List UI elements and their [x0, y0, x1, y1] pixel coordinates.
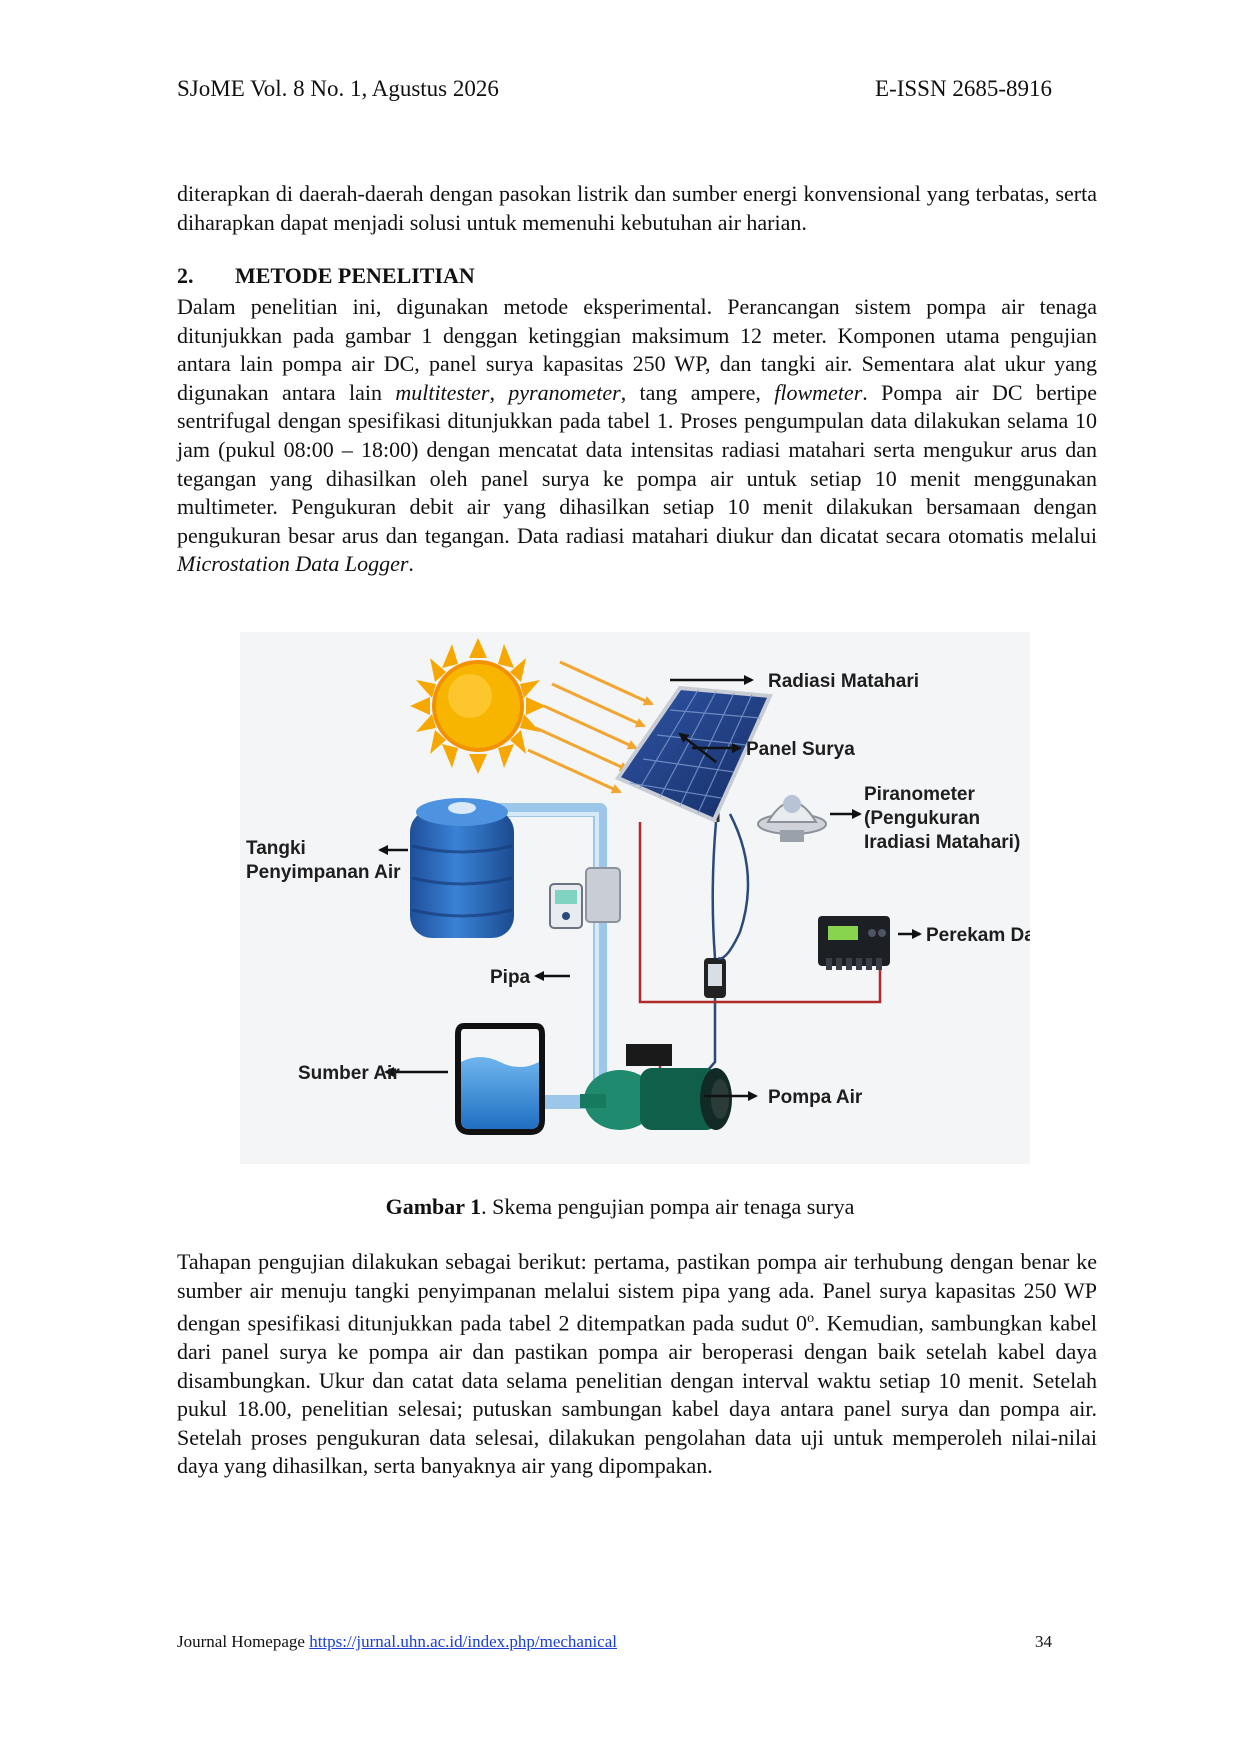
footer-homepage: Journal Homepage https://jurnal.uhn.ac.i…: [177, 1632, 617, 1652]
footer-label: Journal Homepage: [177, 1632, 310, 1651]
label-pipe: Pipa: [490, 967, 531, 988]
section-number: 2.: [177, 263, 194, 288]
method-text-1: Dalam penelitian ini, digunakan metode e…: [177, 294, 1097, 405]
section-heading: 2. METODE PENELITIAN: [177, 263, 475, 289]
label-arrows: [378, 675, 922, 1101]
label-pyranometer-3: Iradiasi Matahari): [864, 832, 1020, 853]
intro-paragraph: diterapkan di daerah-daerah dengan pasok…: [177, 180, 1097, 237]
intro-text: diterapkan di daerah-daerah dengan pasok…: [177, 181, 1097, 235]
storage-tank-icon: [410, 798, 514, 938]
steps-text-2: . Kemudian, sambungkan kabel dari panel …: [177, 1310, 1097, 1479]
label-water-source: Sumber Air: [298, 1063, 400, 1084]
running-header-issn: E-ISSN 2685-8916: [875, 76, 1052, 101]
steps-text: Tahapan pengujian dilakukan sebagai beri…: [177, 1248, 1097, 1481]
pipe-highlight: [490, 812, 599, 1098]
water-source-icon: [455, 1023, 545, 1135]
figure-caption-text: . Skema pengujian pompa air tenaga surya: [481, 1194, 855, 1219]
degree-superscript: o: [807, 1311, 815, 1327]
flowmeter-icon: [549, 867, 621, 929]
figure-caption-label: Gambar 1: [385, 1194, 482, 1219]
multimeter-icon: [704, 958, 726, 998]
term-data-logger: Microstation Data Logger: [177, 551, 409, 577]
pump-icon: [580, 1044, 732, 1130]
method-paragraph: Dalam penelitian ini, digunakan metode e…: [177, 293, 1097, 579]
method-text-3: .: [408, 551, 414, 577]
data-logger-icon: [818, 916, 890, 970]
label-radiation: Radiasi Matahari: [768, 671, 919, 692]
label-tank-2: Penyimpanan Air: [246, 862, 401, 883]
method-text-2: . Pompa air DC bertipe sentrifugal denga…: [177, 379, 1098, 548]
solar-pump-schematic: Radiasi Matahari Panel Surya Piranometer…: [240, 632, 1052, 1164]
pyranometer-icon: [757, 795, 827, 842]
sun-icon: [410, 638, 546, 774]
sun-rays: [527, 660, 654, 794]
steps-paragraph: Tahapan pengujian dilakukan sebagai beri…: [177, 1248, 1097, 1481]
footer-url-link[interactable]: https://jurnal.uhn.ac.id/index.php/mecha…: [309, 1632, 617, 1651]
method-sep-1: ,: [489, 379, 509, 405]
steps-text-1: Tahapan pengujian dilakukan sebagai beri…: [177, 1249, 1097, 1336]
term-pyranometer: pyranometer: [508, 379, 621, 405]
solar-panel-icon: [614, 685, 773, 823]
method-text: Dalam penelitian ini, digunakan metode e…: [177, 293, 1097, 579]
label-tank-1: Tangki: [246, 838, 306, 859]
label-pyranometer-1: Piranometer: [864, 784, 975, 805]
page-number: 34: [1035, 1632, 1052, 1651]
label-data-logger: Perekam Data: [926, 925, 1030, 946]
term-multitester: multitester: [395, 379, 490, 405]
method-sep-2: , tang ampere,: [620, 379, 775, 405]
section-title: METODE PENELITIAN: [235, 263, 475, 288]
running-header-journal: SJoME Vol. 8 No. 1, Agustus 2026: [177, 76, 499, 101]
figure-caption: Gambar 1. Skema pengujian pompa air tena…: [0, 1194, 1240, 1220]
term-flowmeter: flowmeter: [774, 379, 863, 405]
label-pyranometer-2: (Pengukuran: [864, 808, 980, 829]
label-pump: Pompa Air: [768, 1087, 863, 1108]
label-solar-panel: Panel Surya: [746, 739, 855, 760]
figure-1: Radiasi Matahari Panel Surya Piranometer…: [240, 632, 1052, 1164]
